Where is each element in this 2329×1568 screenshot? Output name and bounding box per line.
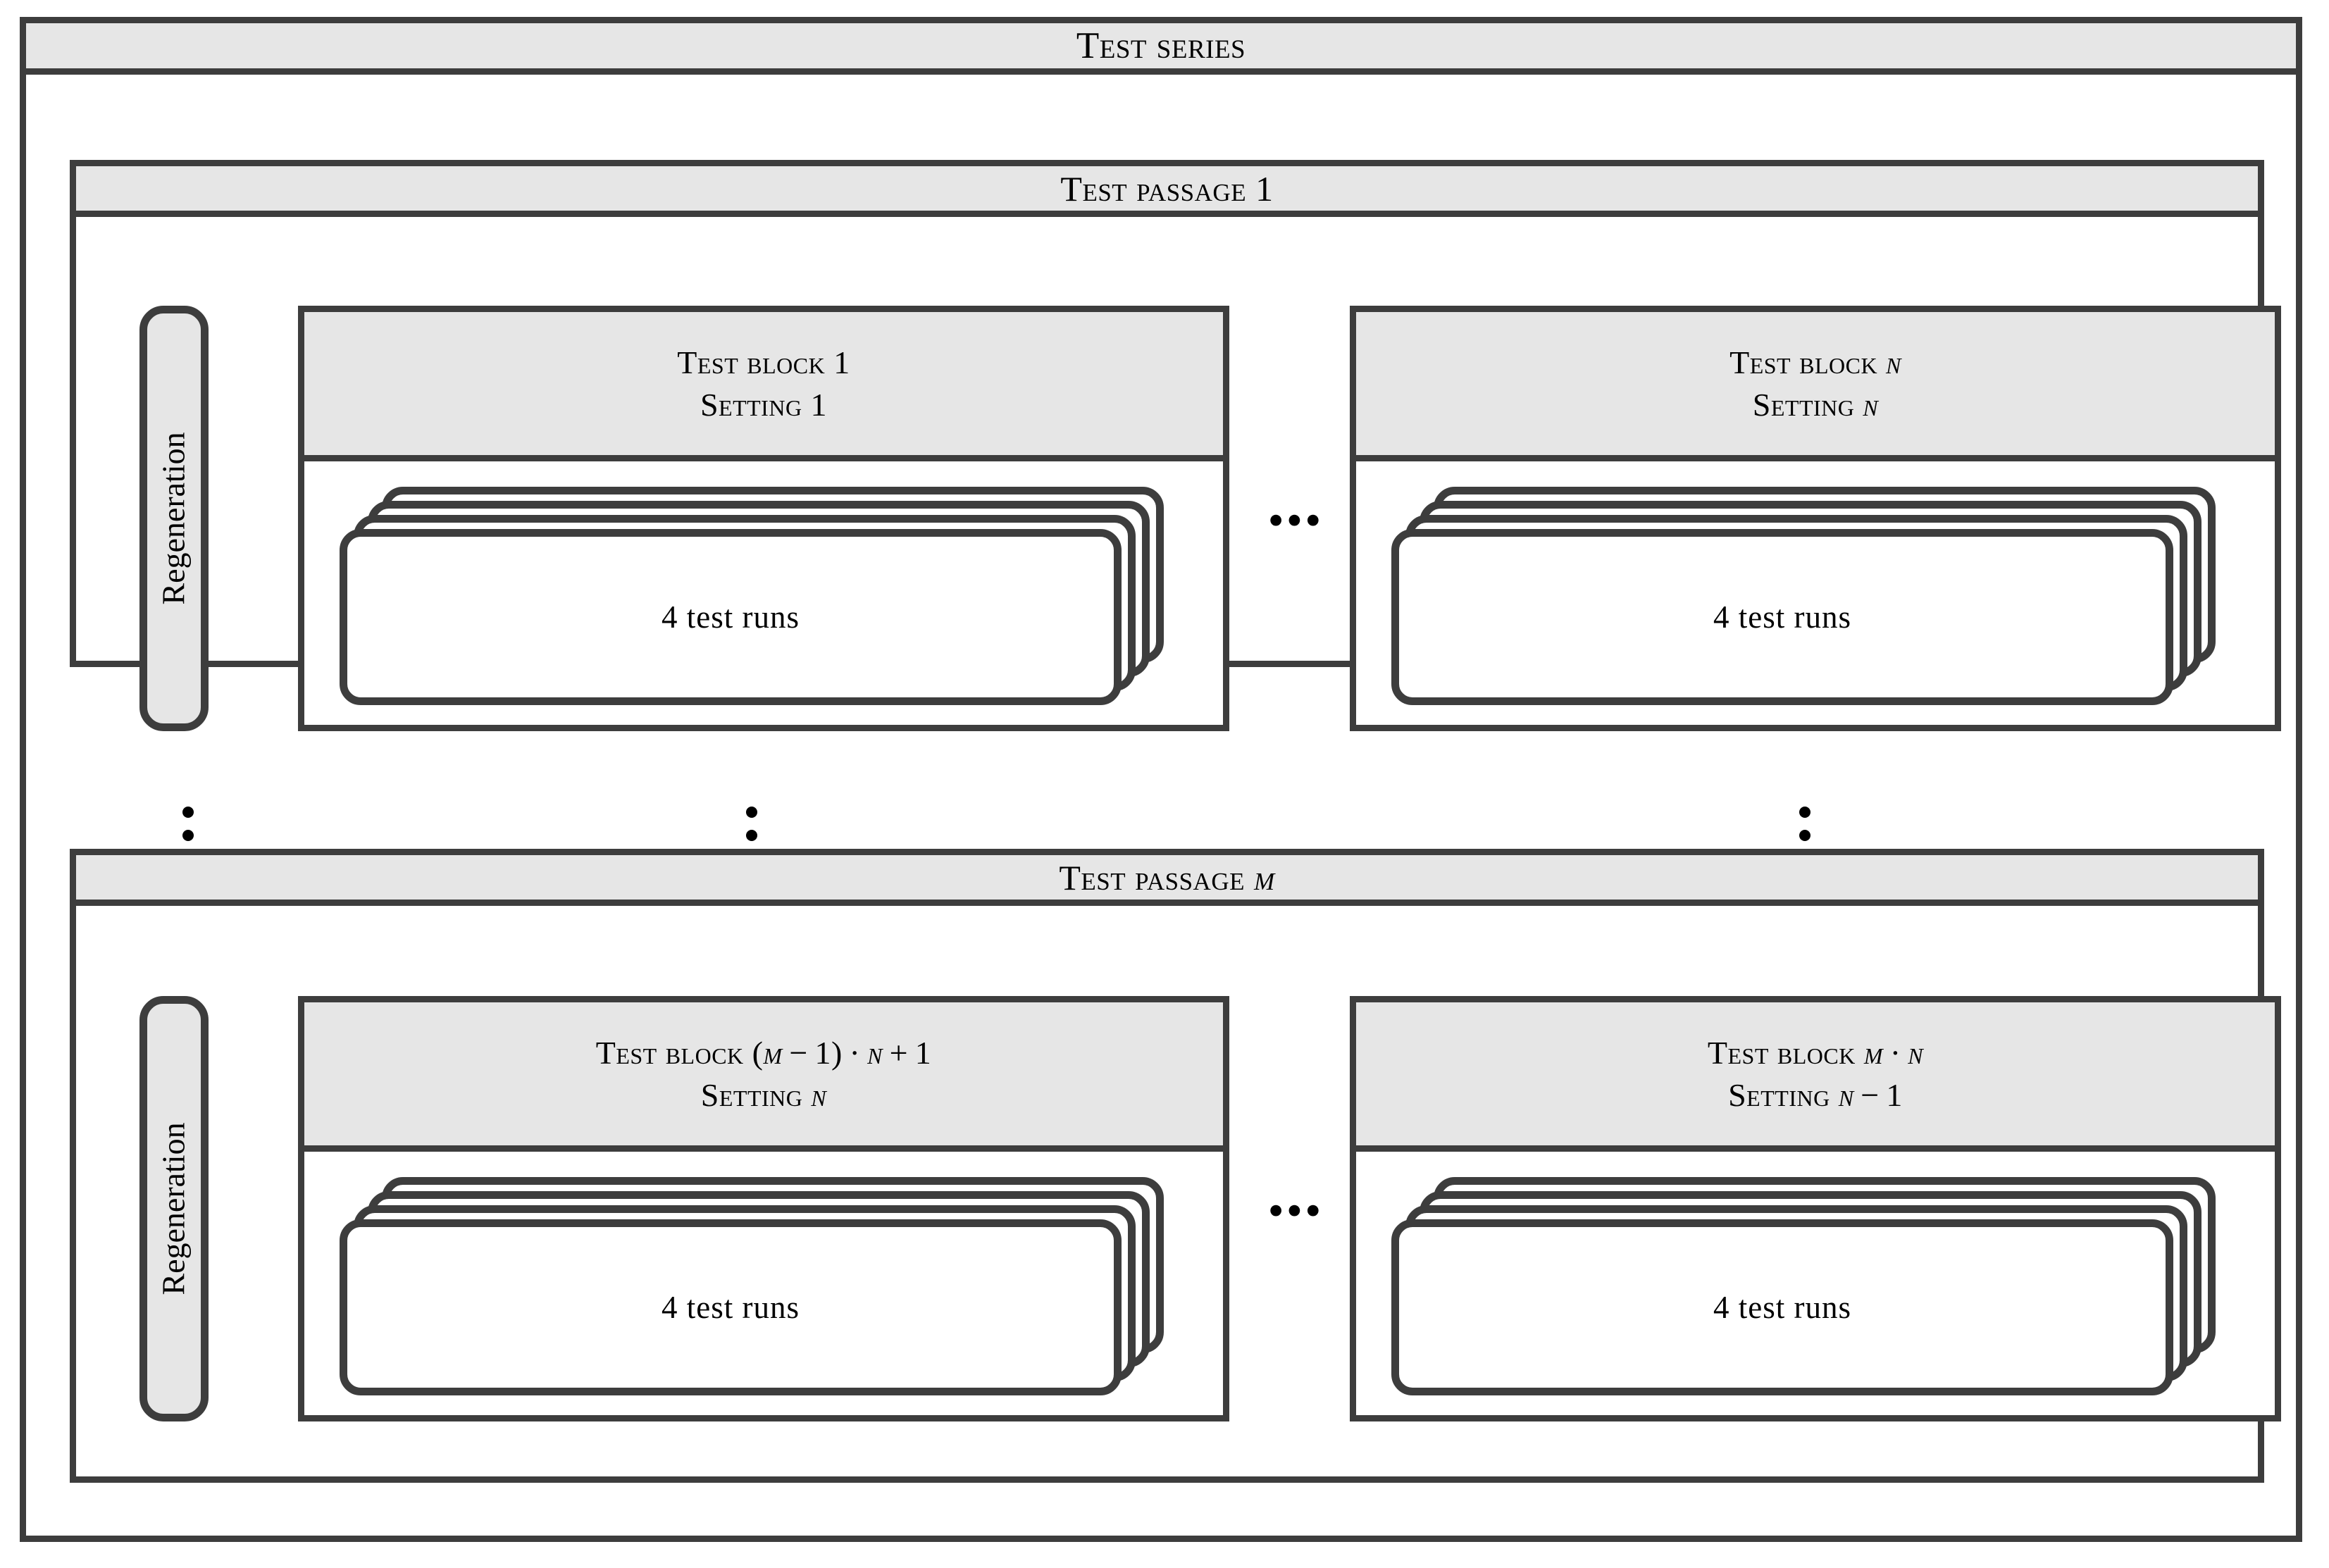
test-runs-card-stack: 4 test runs bbox=[1391, 1177, 2216, 1395]
test-passage-1-frame: Test passage 1 Regeneration Test block 1… bbox=[70, 160, 2281, 731]
test-block-mn-header: Test block m · n Setting n − 1 bbox=[1356, 1002, 2275, 1152]
ellipsis-dot bbox=[182, 807, 194, 818]
ellipsis-dot bbox=[182, 830, 194, 841]
test-block-m1n1-header: Test block (m − 1) · n + 1 Setting n bbox=[304, 1002, 1223, 1152]
regeneration-label: Regeneration bbox=[156, 1122, 192, 1295]
test-block-n-header: Test block n Setting n bbox=[1356, 312, 2275, 461]
test-block-1-header: Test block 1 Setting 1 bbox=[304, 312, 1223, 461]
test-block-mn-body: 4 test runs bbox=[1356, 1152, 2275, 1415]
test-block-mn-frame: Test block m · n Setting n − 1 4 test ru… bbox=[1350, 996, 2281, 1421]
test-block-n-setting: Setting n bbox=[1752, 386, 1879, 423]
test-block-mn-title: Test block m · n bbox=[1707, 1034, 1924, 1071]
test-run-card-front: 4 test runs bbox=[1391, 1219, 2173, 1395]
test-passage-1-header: Test passage 1 bbox=[76, 166, 2258, 217]
test-passage-m-frame: Test passage m Regeneration Test block (… bbox=[70, 849, 2281, 1483]
test-block-m1n1-setting: Setting n bbox=[700, 1076, 827, 1113]
ellipsis-dot bbox=[746, 807, 757, 818]
test-runs-label: 4 test runs bbox=[662, 599, 800, 635]
test-series-title: Test series bbox=[1076, 25, 1246, 66]
test-block-m1n1-frame: Test block (m − 1) · n + 1 Setting n 4 t… bbox=[298, 996, 1229, 1421]
test-series-frame: Test series Test passage 1 Regeneration … bbox=[20, 17, 2302, 1542]
block-ellipsis-passage-m: ••• bbox=[1269, 1188, 1324, 1233]
test-runs-label: 4 test runs bbox=[1713, 1290, 1851, 1325]
test-block-mn-setting: Setting n − 1 bbox=[1728, 1076, 1903, 1113]
regeneration-label: Regeneration bbox=[156, 432, 192, 605]
test-run-card-front: 4 test runs bbox=[340, 529, 1122, 705]
test-block-n-frame: Test block n Setting n 4 test runs bbox=[1350, 306, 2281, 731]
test-run-card-front: 4 test runs bbox=[340, 1219, 1122, 1395]
test-runs-label: 4 test runs bbox=[662, 1290, 800, 1325]
test-runs-card-stack: 4 test runs bbox=[340, 487, 1164, 705]
ellipsis-dot bbox=[1799, 807, 1811, 818]
test-block-m1n1-body: 4 test runs bbox=[304, 1152, 1223, 1415]
test-block-n-body: 4 test runs bbox=[1356, 461, 2275, 725]
test-block-1-frame: Test block 1 Setting 1 4 test runs bbox=[298, 306, 1229, 731]
test-passage-m-title: Test passage m bbox=[1059, 857, 1275, 897]
block-ellipsis-passage-1: ••• bbox=[1269, 497, 1324, 543]
test-runs-card-stack: 4 test runs bbox=[1391, 487, 2216, 705]
test-runs-label: 4 test runs bbox=[1713, 599, 1851, 635]
test-passage-1-title: Test passage 1 bbox=[1060, 168, 1274, 209]
test-block-n-title: Test block n bbox=[1729, 344, 1901, 380]
test-runs-card-stack: 4 test runs bbox=[340, 1177, 1164, 1395]
test-run-card-front: 4 test runs bbox=[1391, 529, 2173, 705]
test-block-1-body: 4 test runs bbox=[304, 461, 1223, 725]
regeneration-block-passage-m: Regeneration bbox=[139, 996, 209, 1421]
ellipsis-dot bbox=[1799, 830, 1811, 841]
regeneration-block-passage-1: Regeneration bbox=[139, 306, 209, 731]
ellipsis-dot bbox=[746, 830, 757, 841]
test-block-1-title: Test block 1 bbox=[677, 344, 850, 380]
test-block-1-setting: Setting 1 bbox=[700, 386, 828, 423]
test-series-header: Test series bbox=[26, 23, 2296, 75]
test-block-m1n1-title: Test block (m − 1) · n + 1 bbox=[595, 1034, 932, 1071]
test-passage-m-header: Test passage m bbox=[76, 855, 2258, 906]
